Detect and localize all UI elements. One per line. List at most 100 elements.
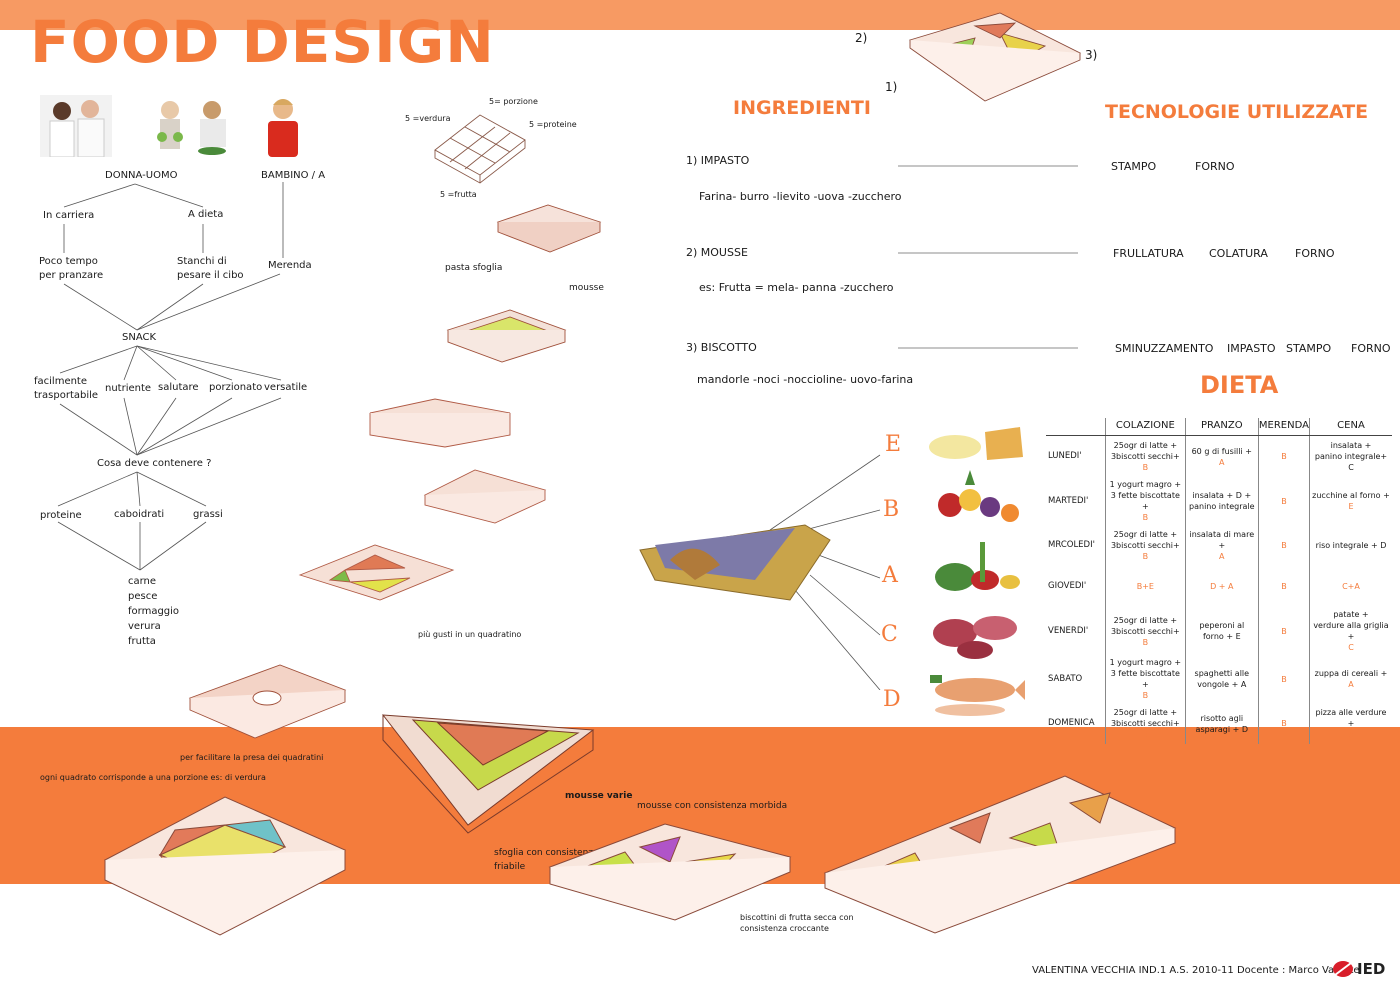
cell-merenda: B bbox=[1257, 566, 1310, 607]
label-mousse-morbida: mousse con consistenza morbida bbox=[637, 801, 788, 811]
cell-cena: insalata +panino integrale+C bbox=[1308, 435, 1392, 477]
sketch-diamond-flavors bbox=[298, 544, 455, 601]
diet-header-day bbox=[1046, 418, 1106, 436]
tree-question: Cosa deve contenere ? bbox=[97, 458, 212, 469]
cell-colazione: 25ogr di latte +3biscotti secchi+B bbox=[1105, 607, 1186, 655]
day-label: GIOVEDI' bbox=[1048, 581, 1087, 591]
tech-row3-stampo: STAMPO bbox=[1286, 342, 1332, 355]
tree-proteine: proteine bbox=[40, 510, 82, 521]
food-cheese-image bbox=[929, 427, 1023, 460]
diet-header-cena: CENA bbox=[1308, 418, 1392, 436]
ied-logo: IED bbox=[1332, 960, 1385, 978]
tree-bambino: BAMBINO / A bbox=[261, 170, 326, 181]
cell-colazione: 1 yogurt magro +3 fette biscottate +B bbox=[1105, 477, 1186, 525]
table-row: MRCOLEDI' 25ogr di latte +3biscotti secc… bbox=[1046, 525, 1392, 566]
cell-merenda: B bbox=[1257, 435, 1310, 477]
top-band bbox=[0, 0, 1400, 30]
diet-table-header: COLAZIONE PRANZO MERENDA CENA bbox=[1046, 418, 1392, 436]
tree-lines bbox=[57, 182, 284, 571]
cell-cena: riso integrale + D bbox=[1308, 525, 1392, 566]
table-row: GIOVEDI' B+E D + A B C+A bbox=[1046, 566, 1392, 607]
sketch-triangle-mousse bbox=[381, 714, 595, 834]
page-title: FOOD DESIGN bbox=[30, 8, 495, 76]
tree-a-dieta: A dieta bbox=[188, 209, 224, 220]
ingrediente-1-name: 1) IMPASTO bbox=[686, 154, 750, 167]
food-meat-image bbox=[933, 616, 1017, 659]
label-piu-gusti: più gusti in un quadratino bbox=[418, 630, 522, 639]
cell-cena: zuppa di cereali +A bbox=[1308, 655, 1392, 703]
sketch-layers bbox=[496, 204, 602, 253]
diet-letter-b: B bbox=[883, 497, 900, 522]
diet-letter-a: A bbox=[882, 563, 898, 588]
cell-pranzo: insalata di mare +A bbox=[1184, 525, 1259, 566]
sketch-grid-box bbox=[434, 114, 526, 184]
tech-row2-forno: FORNO bbox=[1295, 247, 1335, 260]
cell-pranzo: insalata + D +panino integrale bbox=[1184, 477, 1259, 525]
food-fruit-image bbox=[938, 470, 1019, 522]
label-mousse: mousse bbox=[569, 283, 604, 293]
tree-grassi: grassi bbox=[193, 509, 223, 520]
ingrediente-2-desc: es: Frutta = mela- panna -zucchero bbox=[699, 281, 894, 294]
day-label: MARTEDI' bbox=[1048, 495, 1089, 506]
tech-row1-stampo: STAMPO bbox=[1111, 160, 1157, 173]
diet-header-colazione: COLAZIONE bbox=[1105, 418, 1186, 436]
sketch-box-grip bbox=[188, 664, 347, 739]
cell-cena: C+A bbox=[1308, 566, 1392, 607]
ingrediente-2-name: 2) MOUSSE bbox=[686, 246, 748, 259]
ingrediente-3-desc: mandorle -noci -noccioline- uovo-farina bbox=[697, 373, 914, 386]
dieta-heading: DIETA bbox=[1200, 371, 1279, 399]
ied-logo-mark bbox=[1333, 961, 1353, 977]
sketch-long-bar bbox=[823, 775, 1177, 934]
cell-cena: pizza alle verdure +A bbox=[1308, 703, 1392, 744]
cell-merenda: B bbox=[1257, 703, 1310, 744]
cell-merenda: B bbox=[1257, 655, 1310, 703]
ingredienti-heading: INGREDIENTI bbox=[733, 97, 871, 119]
cell-cena: zucchine al forno +E bbox=[1308, 477, 1392, 525]
table-row: VENERDI' 25ogr di latte +3biscotti secch… bbox=[1046, 607, 1392, 655]
diet-table: COLAZIONE PRANZO MERENDA CENA LUNEDI' 25… bbox=[1046, 418, 1392, 744]
sketch-box-plain bbox=[369, 398, 511, 448]
table-row: SABATO 1 yogurt magro +3 fette biscottat… bbox=[1046, 655, 1392, 703]
day-label: LUNEDI' bbox=[1048, 451, 1082, 461]
day-label: VENERDI' bbox=[1048, 625, 1089, 636]
tree-versatile: versatile bbox=[264, 382, 308, 393]
tree-salutare: salutare bbox=[158, 382, 199, 393]
connector-lines bbox=[898, 165, 1078, 349]
snack-render bbox=[639, 454, 881, 690]
day-label: MRCOLEDI' bbox=[1048, 540, 1095, 550]
cell-merenda: B bbox=[1257, 607, 1310, 655]
cell-colazione: B+E bbox=[1105, 566, 1186, 607]
table-row: DOMENICA 25ogr di latte +3biscotti secch… bbox=[1046, 703, 1392, 744]
tree-porzionato: porzionato bbox=[209, 382, 263, 393]
cell-cena: patate +verdure alla griglia +C bbox=[1308, 607, 1392, 655]
diet-letter-d: D bbox=[883, 687, 901, 712]
cell-pranzo: 60 g di fusilli +A bbox=[1184, 435, 1259, 477]
tecnologie-heading: TECNOLOGIE UTILIZZATE bbox=[1105, 101, 1369, 123]
label-pasta-sfoglia: pasta sfoglia bbox=[445, 263, 503, 273]
cell-pranzo: D + A bbox=[1184, 566, 1259, 607]
footer-credits: VALENTINA VECCHIA IND.1 A.S. 2010-11 Doc… bbox=[1032, 965, 1360, 976]
label-quadrato: ogni quadrato corrisponde a una porzione… bbox=[40, 773, 266, 782]
cell-merenda: B bbox=[1257, 525, 1310, 566]
tech-row3-forno: FORNO bbox=[1351, 342, 1391, 355]
table-row: MARTEDI' 1 yogurt magro +3 fette biscott… bbox=[1046, 477, 1392, 525]
table-row: LUNEDI' 25ogr di latte +3biscotti secchi… bbox=[1046, 435, 1392, 477]
label-presa: per facilitare la presa dei quadratini bbox=[180, 753, 324, 762]
cell-colazione: 25ogr di latte +3biscotti secchi+B bbox=[1105, 525, 1186, 566]
sketch-product-top bbox=[908, 12, 1082, 102]
diet-header-pranzo: PRANZO bbox=[1184, 418, 1259, 436]
tech-row1-forno: FORNO bbox=[1195, 160, 1235, 173]
photo-adults bbox=[40, 95, 112, 158]
sketch-multi-square bbox=[548, 823, 792, 921]
diet-letter-e: E bbox=[885, 432, 902, 457]
label-verdura: 5 =verdura bbox=[405, 114, 451, 123]
tree-snack: SNACK bbox=[122, 332, 157, 343]
tech-row2-frullatura: FRULLATURA bbox=[1113, 247, 1184, 260]
label-n2: 2) bbox=[855, 31, 868, 45]
label-n1: 1) bbox=[885, 80, 898, 94]
label-frutta: 5 =frutta bbox=[440, 190, 477, 199]
